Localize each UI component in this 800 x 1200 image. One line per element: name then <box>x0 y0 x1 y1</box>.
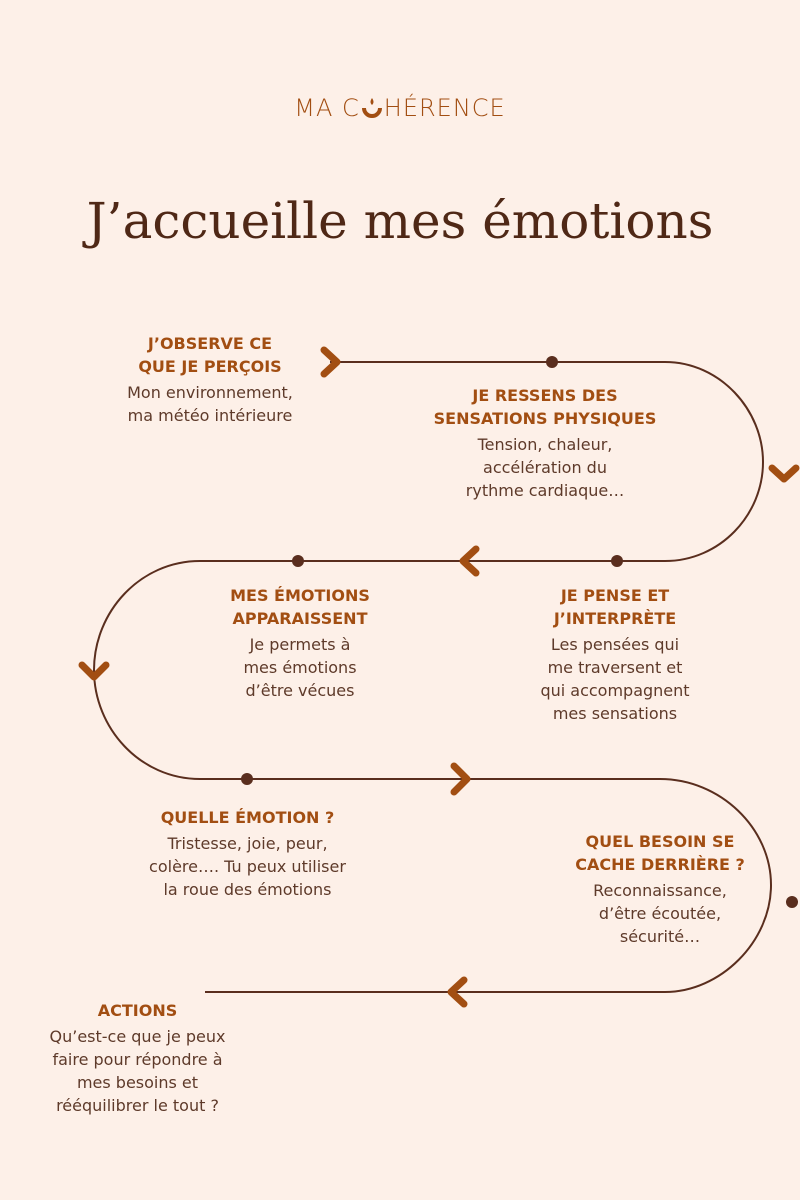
dots <box>241 356 798 908</box>
step-heading: ACTIONS <box>97 1001 178 1020</box>
step-observe: J’OBSERVE CE QUE JE PERÇOIS Mon environn… <box>100 332 320 427</box>
step-body: Les pensées qui me traversent et qui acc… <box>540 635 690 723</box>
step-need: QUEL BESOIN SE CACHE DERRIÈRE ? Reconnai… <box>540 830 780 948</box>
step-actions: ACTIONS Qu’est-ce que je peux faire pour… <box>30 999 245 1117</box>
step-sensations: JE RESSENS DES SENSATIONS PHYSIQUES Tens… <box>410 384 680 502</box>
dot-icon <box>546 356 558 368</box>
chevron-right-icon <box>450 762 471 796</box>
step-think: JE PENSE ET J’INTERPRÈTE Les pensées qui… <box>505 584 725 725</box>
step-heading: JE PENSE ET J’INTERPRÈTE <box>553 586 677 628</box>
chevron-left-icon <box>447 976 468 1008</box>
step-body: Reconnaissance, d’être écoutée, sécurité… <box>593 881 727 946</box>
step-body: Tension, chaleur, accélération du rythme… <box>465 435 625 500</box>
chevron-down-icon <box>768 464 800 483</box>
step-body: Mon environnement, ma météo intérieure <box>127 383 293 425</box>
step-heading: MES ÉMOTIONS APPARAISSENT <box>230 586 370 628</box>
brand-text-left: MA C <box>294 94 360 122</box>
step-heading: QUELLE ÉMOTION ? <box>160 808 335 827</box>
step-which-emotion: QUELLE ÉMOTION ? Tristesse, joie, peur, … <box>120 806 375 901</box>
chevron-down-icon <box>78 661 110 681</box>
dot-icon <box>241 773 253 785</box>
step-body: Tristesse, joie, peur, colère…. Tu peux … <box>149 834 346 899</box>
step-heading: JE RESSENS DES SENSATIONS PHYSIQUES <box>433 386 657 428</box>
step-heading: QUEL BESOIN SE CACHE DERRIÈRE ? <box>575 832 745 874</box>
page-title: J’accueille mes émotions <box>86 192 714 250</box>
step-body: Qu’est-ce que je peux faire pour répondr… <box>49 1027 226 1115</box>
brand-text-right: HÉRENCE <box>383 94 506 122</box>
chevron-right-icon <box>320 346 341 378</box>
brand-logo: MA C HÉRENCE <box>0 94 800 122</box>
step-emotions-appear: MES ÉMOTIONS APPARAISSENT Je permets à m… <box>190 584 410 702</box>
step-heading: J’OBSERVE CE QUE JE PERÇOIS <box>138 334 282 376</box>
brand-o-icon <box>361 95 383 119</box>
dot-icon <box>292 555 304 567</box>
chevron-left-icon <box>459 545 480 577</box>
step-body: Je permets à mes émotions d’être vécues <box>243 635 357 700</box>
dot-icon <box>611 555 623 567</box>
dot-icon <box>786 896 798 908</box>
